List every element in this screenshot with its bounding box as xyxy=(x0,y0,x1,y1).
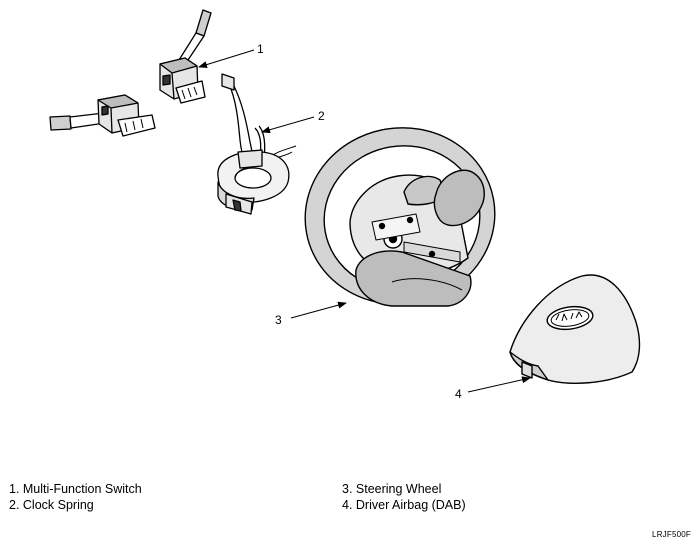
multi-function-switch-upper xyxy=(159,9,212,104)
clock-spring xyxy=(217,73,297,215)
legend-item-4: 4. Driver Airbag (DAB) xyxy=(342,498,466,512)
callout-arrows xyxy=(198,49,531,393)
legend-right: 3. Steering Wheel 4. Driver Airbag (DAB) xyxy=(342,481,466,513)
legend-item-2: 2. Clock Spring xyxy=(9,498,94,512)
multi-function-switch-left xyxy=(49,94,156,137)
legend-item-3: 3. Steering Wheel xyxy=(342,482,442,496)
callout-1: 1 xyxy=(257,42,264,56)
legend-item-1: 1. Multi-Function Switch xyxy=(9,482,142,496)
leader-2 xyxy=(261,116,315,134)
callout-3: 3 xyxy=(275,313,282,327)
figure-code: LRJF500F xyxy=(652,530,691,539)
leader-1 xyxy=(198,49,255,68)
steering-wheel xyxy=(304,127,496,307)
leader-3 xyxy=(290,301,347,319)
callout-2: 2 xyxy=(318,109,325,123)
legend-left: 1. Multi-Function Switch 2. Clock Spring xyxy=(9,481,142,513)
leader-4 xyxy=(467,376,531,393)
callout-4: 4 xyxy=(455,387,462,401)
driver-airbag xyxy=(509,274,641,384)
